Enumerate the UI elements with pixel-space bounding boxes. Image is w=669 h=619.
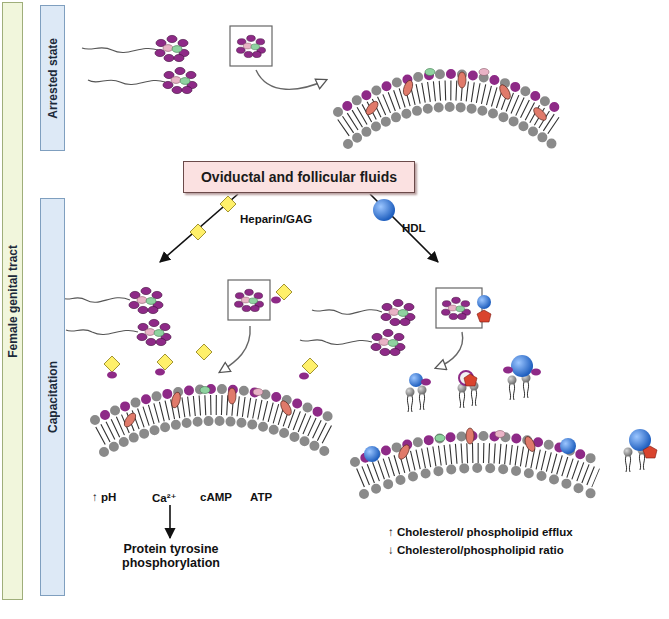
annotation-text: ↓ Cholesterol/phospholipid ratio: [388, 544, 564, 556]
band-label: Arrested state: [46, 38, 60, 119]
lipid-bilayer: [338, 69, 562, 145]
lipid-bilayer: [355, 428, 600, 494]
band-label: Female genital tract: [6, 245, 20, 358]
pathway-arrows: [160, 194, 438, 262]
annotation-text: HDL: [402, 222, 426, 234]
sperm-cells: [82, 26, 326, 94]
annotation-text: ATP: [250, 491, 272, 503]
source-box: Oviductal and follicular fluids: [183, 161, 415, 193]
box-label: Oviductal and follicular fluids: [201, 169, 397, 185]
annotation-text: ↑ Cholesterol/ phospholipid efflux: [388, 526, 573, 538]
annotation-text: Protein tyrosine phosphorylation: [112, 542, 230, 570]
sperm-cells: [300, 288, 491, 368]
annotation-text: cAMP: [200, 491, 232, 503]
stage-band: Arrested state: [40, 5, 65, 151]
region-band: Female genital tract: [2, 2, 23, 600]
annotation-text: Ca²⁺: [152, 491, 177, 505]
efflux-complexes: [406, 355, 658, 472]
annotation-text: Heparin/GAG: [240, 213, 312, 225]
sperm-cells: [62, 280, 318, 380]
annotation-text: ↑ pH: [92, 491, 116, 503]
lipid-bilayer: [95, 387, 335, 539]
stage-band: Capacitation: [40, 198, 65, 596]
band-label: Capacitation: [46, 361, 60, 433]
